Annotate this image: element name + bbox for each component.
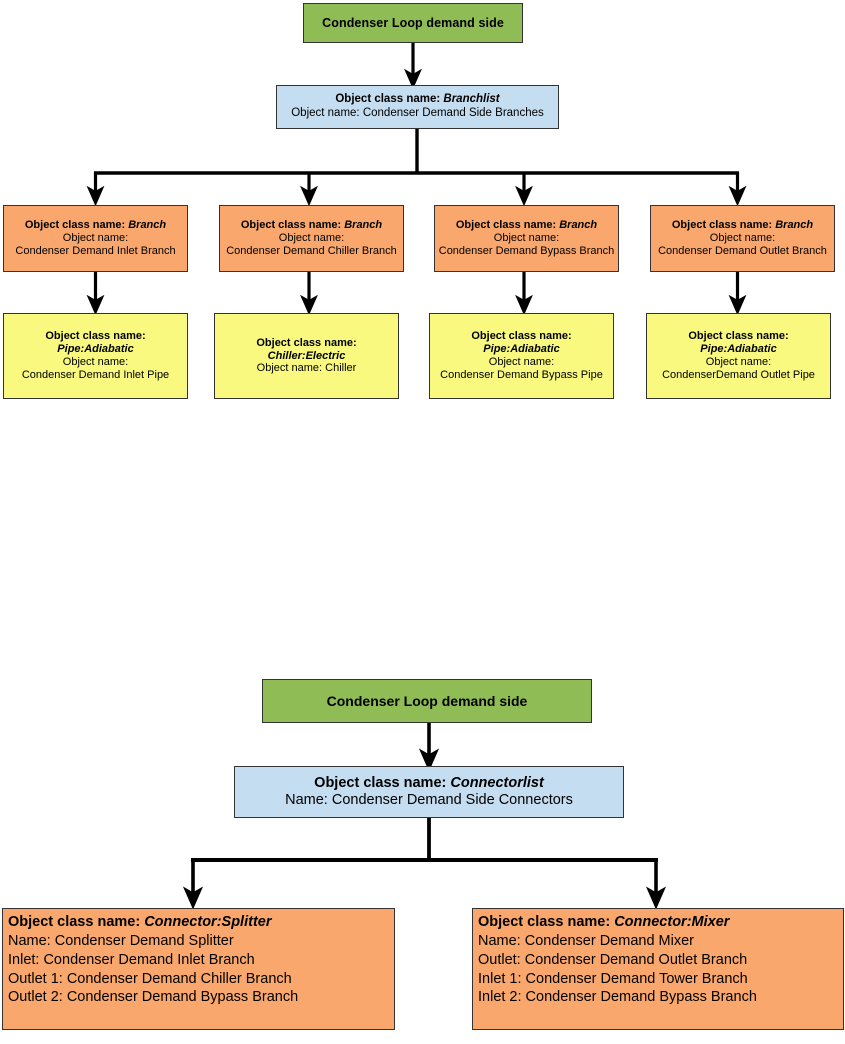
node-branch-bypass-class-value: Branch	[559, 219, 598, 232]
node-component-bypass-pipe-name-label: Object name:	[488, 356, 555, 368]
node-component-outlet-pipe-class-label: Object class name:	[688, 330, 789, 343]
node-component-outlet-pipe[interactable]: Object class name: Pipe:Adiabatic Object…	[646, 313, 831, 399]
node-branch-outlet-class-line: Object class name: Branch	[651, 219, 834, 232]
node-connector-mixer-class-line: Object class name: Connector:Mixer	[478, 913, 843, 932]
node-component-inlet-pipe-name-label: Object name:	[62, 356, 129, 368]
node-branch-inlet[interactable]: Object class name: Branch Object name: C…	[3, 205, 188, 272]
node-branchlist-class-value: Branchlist	[443, 93, 500, 106]
node-connectorlist[interactable]: Object class name: Connectorlist Name: C…	[234, 766, 624, 818]
node-branch-bypass-name-label: Object name:	[493, 232, 560, 245]
node-component-outlet-pipe-class-value: Pipe:Adiabatic	[700, 343, 777, 356]
node-component-outlet-pipe-name-label: Object name:	[705, 356, 772, 368]
node-branch-chiller-name-label: Object name:	[278, 232, 345, 245]
node-branchlist[interactable]: Object class name: Branchlist Object nam…	[276, 85, 559, 129]
node-component-inlet-pipe-name-value: Condenser Demand Inlet Pipe	[21, 368, 170, 381]
node-connector-splitter-class-value: Connector:Splitter	[144, 914, 272, 930]
node-connector-splitter-name: Name: Condenser Demand Splitter	[8, 932, 234, 949]
node-branchlist-class-label: Object class name:	[335, 93, 441, 106]
node-branch-chiller[interactable]: Object class name: Branch Object name: C…	[219, 205, 404, 272]
node-connector-splitter-outlet-2: Outlet 2: Condenser Demand Bypass Branch	[8, 989, 299, 1006]
edge-top-branchlist-to-bus	[86, 129, 747, 207]
node-component-chiller-class-value: Chiller:Electric	[267, 349, 346, 362]
node-connector-splitter-inlet: Inlet: Condenser Demand Inlet Branch	[8, 951, 255, 968]
node-branch-inlet-class-line: Object class name: Branch	[4, 219, 187, 232]
node-component-inlet-pipe[interactable]: Object class name: Pipe:Adiabatic Object…	[3, 313, 188, 399]
node-connector-mixer-class-value: Connector:Mixer	[614, 914, 730, 930]
edge-top-branch-to-component	[86, 272, 747, 316]
node-branch-outlet-name-value: Condenser Demand Outlet Branch	[658, 244, 827, 257]
node-connector-mixer-class-label: Object class name:	[478, 914, 611, 930]
node-component-bypass-pipe-class-label: Object class name:	[471, 330, 572, 343]
node-branch-inlet-name-label: Object name:	[62, 232, 129, 245]
node-branch-chiller-class-line: Object class name: Branch	[220, 219, 403, 232]
edge-bottom-connectorlist-to-bus	[182, 818, 667, 910]
node-branch-inlet-name-value: Condenser Demand Inlet Branch	[15, 244, 176, 257]
node-branch-outlet[interactable]: Object class name: Branch Object name: C…	[650, 205, 835, 272]
node-component-bypass-pipe[interactable]: Object class name: Pipe:Adiabatic Object…	[429, 313, 614, 399]
node-connector-splitter-outlet-1: Outlet 1: Condenser Demand Chiller Branc…	[8, 970, 292, 987]
node-branchlist-name-line: Object name: Condenser Demand Side Branc…	[291, 107, 544, 119]
node-connectorlist-name-line: Name: Condenser Demand Side Connectors	[285, 792, 573, 808]
node-component-inlet-pipe-class-value: Pipe:Adiabatic	[57, 343, 134, 356]
node-branch-inlet-class-value: Branch	[128, 219, 167, 232]
node-top-root[interactable]: Condenser Loop demand side	[303, 3, 523, 43]
node-connector-splitter[interactable]: Object class name: Connector:Splitter Na…	[2, 908, 395, 1030]
node-branch-outlet-class-value: Branch	[775, 219, 814, 232]
node-component-chiller-name-label: Object name: Chiller	[256, 362, 357, 375]
node-branch-bypass-name-value: Condenser Demand Bypass Branch	[438, 244, 615, 257]
node-branch-outlet-class-label: Object class name:	[671, 219, 773, 232]
node-branch-chiller-class-value: Branch	[344, 219, 383, 232]
node-connector-mixer[interactable]: Object class name: Connector:Mixer Name:…	[472, 908, 844, 1030]
node-connector-splitter-class-label: Object class name:	[8, 914, 141, 930]
node-connectorlist-class-value: Connectorlist	[450, 774, 544, 791]
node-branch-bypass-class-line: Object class name: Branch	[435, 219, 618, 232]
node-connector-mixer-name: Name: Condenser Demand Mixer	[478, 932, 694, 949]
node-branch-inlet-class-label: Object class name:	[24, 219, 126, 232]
node-component-bypass-pipe-class-value: Pipe:Adiabatic	[483, 343, 560, 356]
node-branch-bypass-class-label: Object class name:	[455, 219, 557, 232]
node-connector-mixer-inlet-1: Inlet 1: Condenser Demand Tower Branch	[478, 970, 748, 987]
node-component-inlet-pipe-class-label: Object class name:	[45, 330, 146, 343]
node-connectorlist-class-line: Object class name: Connectorlist	[235, 775, 623, 792]
node-component-chiller-class-label: Object class name:	[256, 336, 357, 349]
node-top-root-label: Condenser Loop demand side	[322, 15, 504, 30]
node-connector-mixer-outlet: Outlet: Condenser Demand Outlet Branch	[478, 951, 748, 968]
node-branch-bypass[interactable]: Object class name: Branch Object name: C…	[434, 205, 619, 272]
node-branch-outlet-name-label: Object name:	[709, 232, 776, 245]
node-connector-mixer-inlet-2: Inlet 2: Condenser Demand Bypass Branch	[478, 989, 757, 1006]
node-component-outlet-pipe-name-value: CondenserDemand Outlet Pipe	[662, 368, 815, 381]
node-component-bypass-pipe-name-value: Condenser Demand Bypass Pipe	[440, 368, 603, 381]
node-bottom-root-label: Condenser Loop demand side	[326, 692, 528, 709]
node-bottom-root[interactable]: Condenser Loop demand side	[262, 679, 592, 723]
node-branch-chiller-class-label: Object class name:	[240, 219, 342, 232]
node-component-chiller[interactable]: Object class name: Chiller:Electric Obje…	[214, 313, 399, 399]
node-connectorlist-class-label: Object class name:	[314, 774, 447, 791]
node-branch-chiller-name-value: Condenser Demand Chiller Branch	[226, 244, 397, 257]
node-connector-splitter-class-line: Object class name: Connector:Splitter	[8, 913, 394, 932]
node-branchlist-class-line: Object class name: Branchlist	[277, 93, 558, 107]
